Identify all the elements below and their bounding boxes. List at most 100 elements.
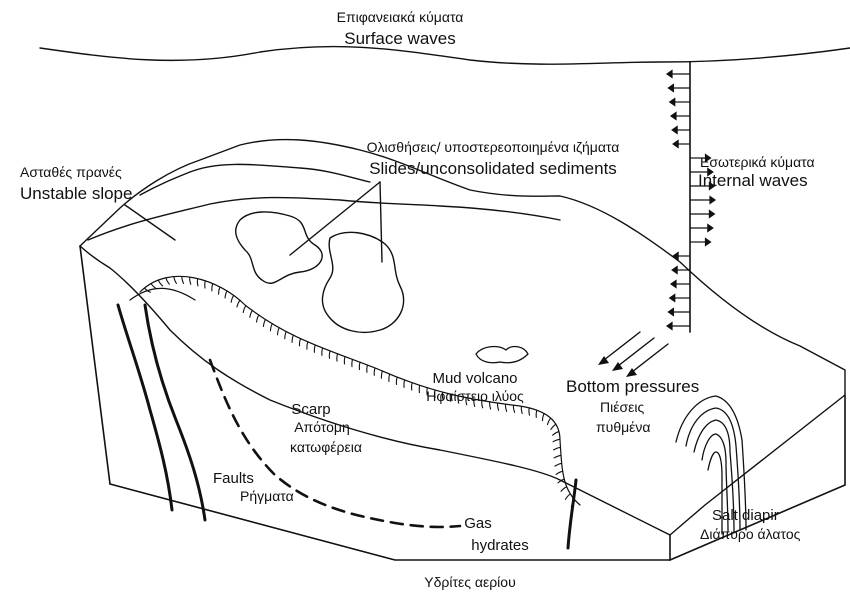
slides-label: Slides/unconsolidated sediments [369,160,617,177]
scarp-hatch-mark [257,315,259,322]
scarp-hatch-mark [299,339,300,346]
slides-pointer-2 [380,182,382,262]
surface-waves-label: Surface waves [344,30,456,47]
scarp-hatch-mark [166,278,169,284]
scarp-hatch-mark [556,471,563,474]
scarp-hatch-mark [498,403,499,410]
fault-line-2 [145,305,205,520]
scarp-hatch-mark [404,380,405,387]
faults-label: Faults [213,471,254,486]
internal-wave-arrowhead [670,99,675,106]
scarp-hatch-mark [314,345,315,352]
bottom-pressures-label: Bottom pressures [566,378,699,395]
scarp-hatch-mark [344,357,345,364]
slope-contour [140,164,370,195]
internal-wave-arrowhead [708,225,713,232]
internal-wave-arrowhead [668,309,673,316]
scarp-label-greek-1: Απότομη [294,420,350,434]
scarp-hatch-mark [190,277,191,284]
internal-wave-arrowhead [709,211,714,218]
scarp-hatch-mark [367,365,368,372]
scarp-label-greek-2: κατωφέρεια [290,440,362,454]
scarp-hatch-mark [565,494,570,499]
pressure-arrow-3 [632,344,668,372]
fault-line-3 [568,480,576,548]
scarp-hatch-mark [225,291,227,298]
scarp-hatch-mark [561,487,567,492]
mud-volcano-label: Mud volcano [432,371,517,386]
scarp-hatch-mark [263,320,265,327]
scarp-hatch-mark [359,362,360,369]
scarp-hatch-mark [536,410,537,417]
scarp-hatch-mark [381,371,382,378]
internal-waves-label-greek: Εσωτερικά κύματα [700,155,815,169]
scarp-hatch-mark [505,404,506,411]
scarp-hatch-mark [329,351,330,358]
scarp-hatch-mark [396,377,397,384]
scarp-hatch-mark [554,447,561,449]
unstable-slope-label: Unstable slope [20,185,132,202]
scarp-hatch-mark [212,284,213,291]
internal-wave-arrowhead [705,239,710,246]
scarp-hatch-mark [174,277,177,284]
internal-waves-label: Internal waves [698,172,808,189]
gas-hydrates-label-line1: Gas [464,516,492,531]
fault-line-1 [118,305,172,510]
slides-label-greek: Ολισθήσεις/ υποστερεοποιημένα ιζήματα [367,140,620,154]
internal-wave-arrows [667,71,715,330]
scarp-hatch-mark [529,408,530,415]
scarp-hatch-mark [412,383,413,390]
block-left-edge [80,246,110,484]
internal-wave-arrowhead [673,253,678,260]
internal-wave-arrowhead [671,281,676,288]
internal-wave-arrowhead [673,141,678,148]
scarp-hatch-mark [554,455,561,458]
pressure-arrowheads [598,356,637,377]
slides-pointer-1 [290,182,380,255]
scarp-hatch-mark [553,432,559,436]
scarp-hatch-mark [322,348,323,355]
unstable-slope-label-greek: Ασταθές πρανές [20,165,122,179]
unstable-slope-pointer [125,205,175,240]
gas-hydrates-label-line2: hydrates [471,538,529,553]
scarp-hatch-mark [553,439,560,441]
pressure-arrow-1 [604,332,640,360]
bottom-pressures-label-greek-2: πυθμένα [596,420,651,434]
scarp-hatch-mark [278,328,280,335]
gas-hydrates-label-greek: Υδρίτες αερίου [424,575,515,589]
slide-scar-line [130,288,195,300]
scarp-hatch-mark [158,280,162,286]
scarp-hatch-mark [352,359,353,366]
scarp-label: Scarp [291,402,330,417]
bottom-pressures-label-greek-1: Πιέσεις [600,400,644,414]
scarp-hatch-mark [389,374,390,381]
scarp-hatch-mark [182,276,184,283]
internal-wave-arrowhead [667,323,672,330]
scarp-hatch-mark [551,424,556,429]
scarp-hatch-mark [292,335,293,342]
scarp-hatch-mark [307,342,308,349]
scarp-hatch-mark [219,287,220,294]
surface-waves-label-greek: Επιφανειακά κύματα [337,10,464,24]
scarp-hatch-mark [547,418,550,424]
internal-wave-arrowhead [668,85,673,92]
slide-deposit-1 [236,212,323,283]
internal-wave-arrowhead [671,113,676,120]
salt-diapir-label-greek: Διάπυρο άλατος [700,527,800,541]
sea-surface-line [40,47,850,65]
internal-wave-arrowhead [672,127,677,134]
scarp-hatch-mark [521,406,522,413]
scarp-hatch-mark [205,281,206,288]
scarp-hatch-mark [231,295,234,302]
internal-wave-arrowhead [710,197,715,204]
scarp-hatch-mark [542,414,544,421]
mud-volcano-label-greek: Ηφαίστειο ιλύος [426,389,524,403]
scarp-hatch-mark [250,311,252,318]
salt-diapir-label: Salt diapir [712,508,779,523]
scarp-hatch-mark [285,332,286,339]
scarp-hatch-mark [337,354,338,361]
scarp-hatch-mark [151,283,156,288]
mud-volcano-shape [476,347,528,363]
internal-wave-arrowhead [670,295,675,302]
scarp-hatch-mark [237,300,240,307]
